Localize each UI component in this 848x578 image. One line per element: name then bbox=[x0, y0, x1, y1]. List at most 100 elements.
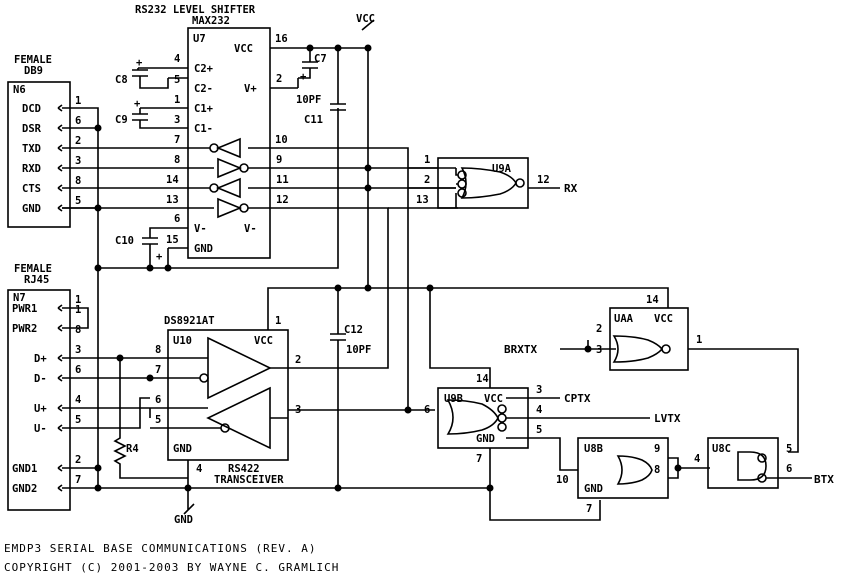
u9a-in-pin: 2 bbox=[424, 174, 430, 186]
ds8921-ref: U10 bbox=[173, 335, 192, 347]
u9b-gnd: GND bbox=[476, 433, 495, 445]
ds8921-pin: 5 bbox=[155, 414, 161, 426]
rj45-pin-name: U- bbox=[34, 423, 47, 435]
u9b-out-label: CPTX bbox=[564, 392, 591, 405]
u8c-chip bbox=[707, 437, 779, 489]
max232-pin-label: C1+ bbox=[194, 103, 213, 115]
db9-pin-numbers: 1 6 2 3 8 5 bbox=[75, 95, 81, 207]
u9a-in-pin: 13 bbox=[416, 194, 429, 206]
cap-c8-label: C8 bbox=[115, 74, 128, 86]
db9-heading2: DB9 bbox=[24, 65, 43, 77]
rj45-heading2: RJ45 bbox=[24, 274, 49, 286]
uaa-chip bbox=[609, 307, 689, 371]
ds8921-gnd: GND bbox=[173, 443, 192, 455]
max232-ref: U7 bbox=[193, 33, 206, 45]
max232-drv-pin: 10 bbox=[275, 134, 288, 146]
uaa-out-pin: 1 bbox=[696, 334, 702, 346]
u8b-chip bbox=[577, 437, 669, 499]
u8c-pin: 5 bbox=[786, 443, 792, 455]
db9-pin-num: 8 bbox=[75, 175, 81, 187]
db9-pin-name: DCD bbox=[22, 103, 41, 115]
ds8921-pin: 8 bbox=[155, 344, 161, 356]
u8c-ref: U8C bbox=[712, 443, 731, 455]
ds8921-gnd-num: 4 bbox=[196, 463, 202, 475]
rj45-pin-num: 1 bbox=[75, 294, 81, 306]
max232-buffers bbox=[209, 137, 249, 219]
cap-c10-label: C10 bbox=[115, 235, 134, 247]
rj45-pin-name: GND1 bbox=[12, 463, 37, 475]
u9b-in-pin: 6 bbox=[424, 404, 430, 416]
u8b-gnd: GND bbox=[584, 483, 603, 495]
uaa-ref: UAA bbox=[614, 313, 634, 325]
rj45-pin-num: 4 bbox=[75, 394, 81, 406]
u9a-in-pin: 1 bbox=[424, 154, 430, 166]
db9-pin-names: DCD DSR TXD RXD CTS GND bbox=[22, 103, 42, 215]
max232-drv-pin: 7 bbox=[174, 134, 180, 146]
db9-pin-num: 1 bbox=[75, 95, 81, 107]
rj45-pin-name: PWR2 bbox=[12, 323, 37, 335]
max232-chip bbox=[187, 27, 271, 259]
u8b-pin: 9 bbox=[654, 443, 660, 455]
u8c-pin: 6 bbox=[786, 463, 792, 475]
max232-drv-pin: 14 bbox=[166, 174, 179, 186]
uaa-in-label: BRXTX bbox=[504, 343, 537, 356]
max232-vminus-label: V- bbox=[194, 223, 207, 235]
rj45-ref: N7 bbox=[13, 292, 26, 304]
u8b-ref: U8B bbox=[584, 443, 603, 455]
cap-c7-label: C7 bbox=[314, 53, 327, 65]
u8b-pin: 10 bbox=[556, 474, 569, 486]
u9b-gate bbox=[446, 399, 499, 435]
uaa-vcc-num: 14 bbox=[646, 294, 659, 306]
u8b-pin: 8 bbox=[654, 464, 660, 476]
ds8921-pin: 7 bbox=[155, 364, 161, 376]
cap-c7-plus: + bbox=[300, 71, 306, 83]
db9-pin-name: GND bbox=[22, 203, 41, 215]
db9-heading1: FEMALE bbox=[14, 54, 52, 66]
db9-pin-name: DSR bbox=[22, 123, 42, 135]
uaa-in-pin: 2 bbox=[596, 323, 602, 335]
u9a-chip bbox=[437, 157, 529, 209]
u9a-out-pin: 12 bbox=[537, 174, 550, 186]
db9-pin-name: CTS bbox=[22, 183, 41, 195]
max232-pin-num: 1 bbox=[174, 94, 180, 106]
ds8921-pin: 2 bbox=[295, 354, 301, 366]
uaa-gate bbox=[612, 335, 664, 363]
footer-line2: COPYRIGHT (C) 2001-2003 BY WAYNE C. GRAM… bbox=[4, 561, 339, 574]
max232-drv-pin: 13 bbox=[166, 194, 179, 206]
max232-vminus-num: 6 bbox=[174, 213, 180, 225]
u9a-ref: U9A bbox=[492, 163, 512, 175]
max232-gnd-num: 15 bbox=[166, 234, 179, 246]
max232-pin-label: C2- bbox=[194, 83, 213, 95]
ds8921-part: DS8921AT bbox=[164, 315, 215, 327]
max232-vminus-right: V- bbox=[244, 223, 257, 235]
u8c-in-pin: 4 bbox=[694, 453, 700, 465]
max232-drv-pin: 12 bbox=[276, 194, 289, 206]
u9a-out-label: RX bbox=[564, 182, 578, 195]
resistor-r4: R4 bbox=[126, 443, 139, 455]
rj45-pin-num: 1 bbox=[75, 304, 81, 316]
max232-vplus-num: 2 bbox=[276, 73, 282, 85]
max232-drv-pin: 9 bbox=[276, 154, 282, 166]
ds8921-vcc: VCC bbox=[254, 335, 273, 347]
u9b-gnd-pin: 7 bbox=[476, 453, 482, 465]
cap-c8-plus: + bbox=[136, 57, 142, 69]
rj45-pin-name: U+ bbox=[34, 403, 47, 415]
rj45-connector bbox=[7, 289, 71, 511]
u8c-gate bbox=[737, 451, 767, 481]
db9-pin-name: RXD bbox=[22, 163, 41, 175]
title-line1: RS232 LEVEL SHIFTER bbox=[135, 4, 256, 16]
db9-pin-name: TXD bbox=[22, 143, 41, 155]
u9b-bottom-pin: 7 bbox=[586, 503, 592, 515]
u9b-out-label: LVTX bbox=[654, 412, 681, 425]
cap-c9-plus: + bbox=[134, 98, 140, 110]
rj45-pin-num: 5 bbox=[75, 414, 81, 426]
max232-pin-label: C1- bbox=[194, 123, 213, 135]
cap-c12-val: 10PF bbox=[346, 344, 371, 356]
cap-c12-label: C12 bbox=[344, 324, 363, 336]
footer-line1: EMDP3 SERIAL BASE COMMUNICATIONS (REV. A… bbox=[4, 542, 317, 555]
db9-pin-num: 2 bbox=[75, 135, 81, 147]
cap-c10-plus: + bbox=[156, 251, 162, 263]
ds8921-bottom1: RS422 bbox=[228, 463, 260, 475]
rj45-pin-name: D- bbox=[34, 373, 47, 385]
max232-vplus-label: V+ bbox=[244, 83, 257, 95]
